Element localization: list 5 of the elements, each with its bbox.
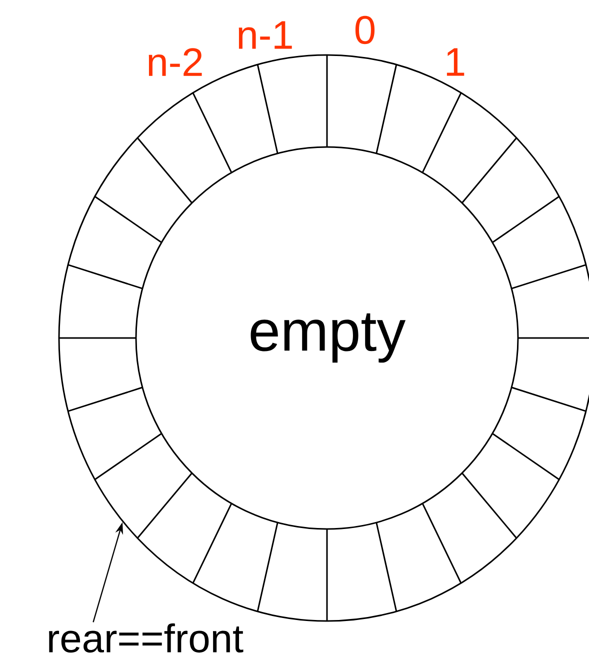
index-label: n-1 [238, 21, 292, 49]
index-label: 0 [355, 16, 375, 44]
pointer-label: rear==front [49, 623, 244, 653]
index-label: n-2 [148, 48, 202, 76]
index-label: 1 [446, 48, 464, 76]
